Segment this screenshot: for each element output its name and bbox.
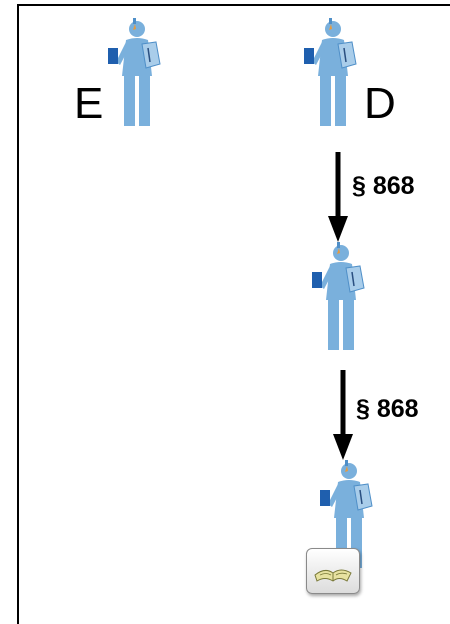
person-middle-icon xyxy=(308,242,374,352)
down-arrow-icon xyxy=(328,152,348,242)
diagram-frame xyxy=(17,4,450,624)
person-e-icon xyxy=(104,18,170,128)
open-book-icon xyxy=(314,569,352,582)
down-arrow-icon xyxy=(333,370,353,460)
person-d-label: D xyxy=(364,79,396,128)
person-e-label: E xyxy=(74,79,104,128)
transfer-label-1: § 868 xyxy=(352,172,415,200)
transfer-label-2: § 868 xyxy=(356,395,419,423)
open-book-badge xyxy=(306,548,360,594)
person-d-icon xyxy=(300,18,366,128)
